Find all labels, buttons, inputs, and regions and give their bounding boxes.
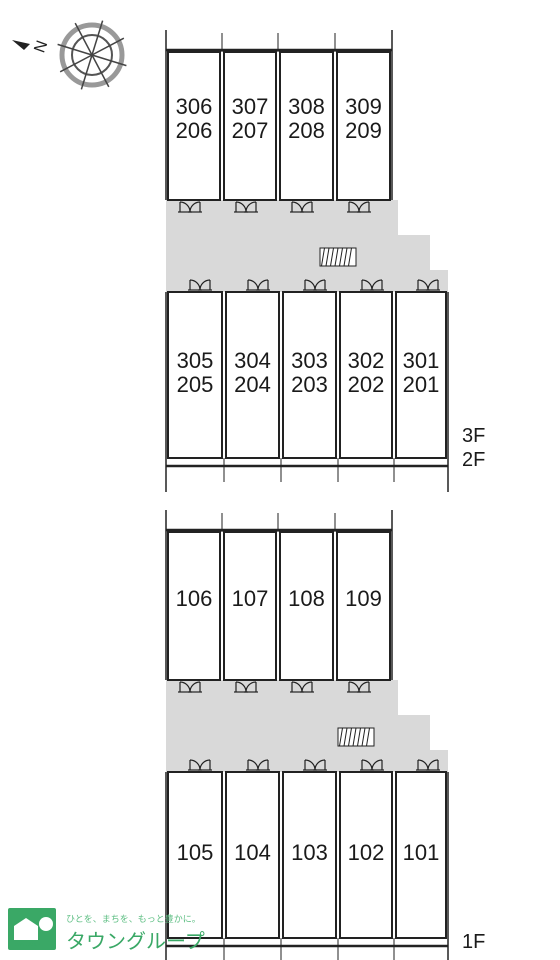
door-icon [256, 279, 270, 291]
unit-room [223, 51, 277, 201]
unit-room [336, 531, 391, 681]
floor-label-1f: 1F [462, 931, 485, 953]
unit-label: 105 [177, 840, 214, 865]
floor-label-3f: 3F [462, 425, 485, 447]
door-icon [357, 201, 371, 213]
door-icon [244, 201, 258, 213]
corridor [275, 715, 305, 750]
door-icon [313, 759, 327, 771]
door-icon [426, 279, 440, 291]
unit-label: 102 [348, 840, 385, 865]
unit-room [395, 291, 447, 459]
door-icon [198, 759, 212, 771]
unit-label: 106 [176, 586, 213, 611]
unit-label: 107 [232, 586, 269, 611]
unit-room [395, 771, 447, 939]
door-icon [357, 681, 371, 693]
floor-label-2f: 2F [462, 449, 485, 471]
unit-room [167, 531, 221, 681]
unit-label: 108 [288, 586, 325, 611]
unit-room [223, 531, 277, 681]
unit-label: 101 [403, 840, 440, 865]
unit-room [339, 291, 393, 459]
door-icon [256, 759, 270, 771]
staircase-icon [337, 727, 375, 747]
unit-room [279, 531, 334, 681]
unit-label: 109 [345, 586, 382, 611]
unit-room [167, 291, 223, 459]
door-icon [198, 279, 212, 291]
door-icon [313, 279, 327, 291]
unit-label: 103 [291, 840, 328, 865]
lower-block-floor-1: 106 107 108 109 105 104 103 102 101 [165, 510, 449, 960]
compass-north-arrow-icon: N [12, 20, 127, 90]
door-icon [370, 759, 384, 771]
unit-room [336, 51, 391, 201]
brand-small-text: TOWN GROUP [11, 942, 41, 947]
unit-room [167, 771, 223, 939]
unit-label: 104 [234, 840, 271, 865]
door-icon [370, 279, 384, 291]
door-icon [188, 201, 202, 213]
corridor [166, 200, 448, 292]
door-icon [300, 201, 314, 213]
unit-room [279, 51, 334, 201]
unit-room [167, 51, 221, 201]
staircase-icon [319, 247, 357, 267]
door-icon [244, 681, 258, 693]
unit-room [225, 771, 280, 939]
unit-room [282, 291, 337, 459]
unit-room [225, 291, 280, 459]
door-icon [426, 759, 440, 771]
brand-logo: TOWN GROUP ひとを、まちを、もっと豊かに。タウングループ [8, 908, 205, 953]
door-icon [188, 681, 202, 693]
brand-tagline: ひとを、まちを、もっと豊かに。 [66, 913, 201, 925]
corridor [166, 680, 448, 772]
unit-room [282, 771, 337, 939]
unit-room [339, 771, 393, 939]
svg-text:N: N [31, 38, 51, 55]
corridor [275, 235, 305, 270]
brand-name: タウングループ [66, 929, 205, 953]
door-icon [300, 681, 314, 693]
